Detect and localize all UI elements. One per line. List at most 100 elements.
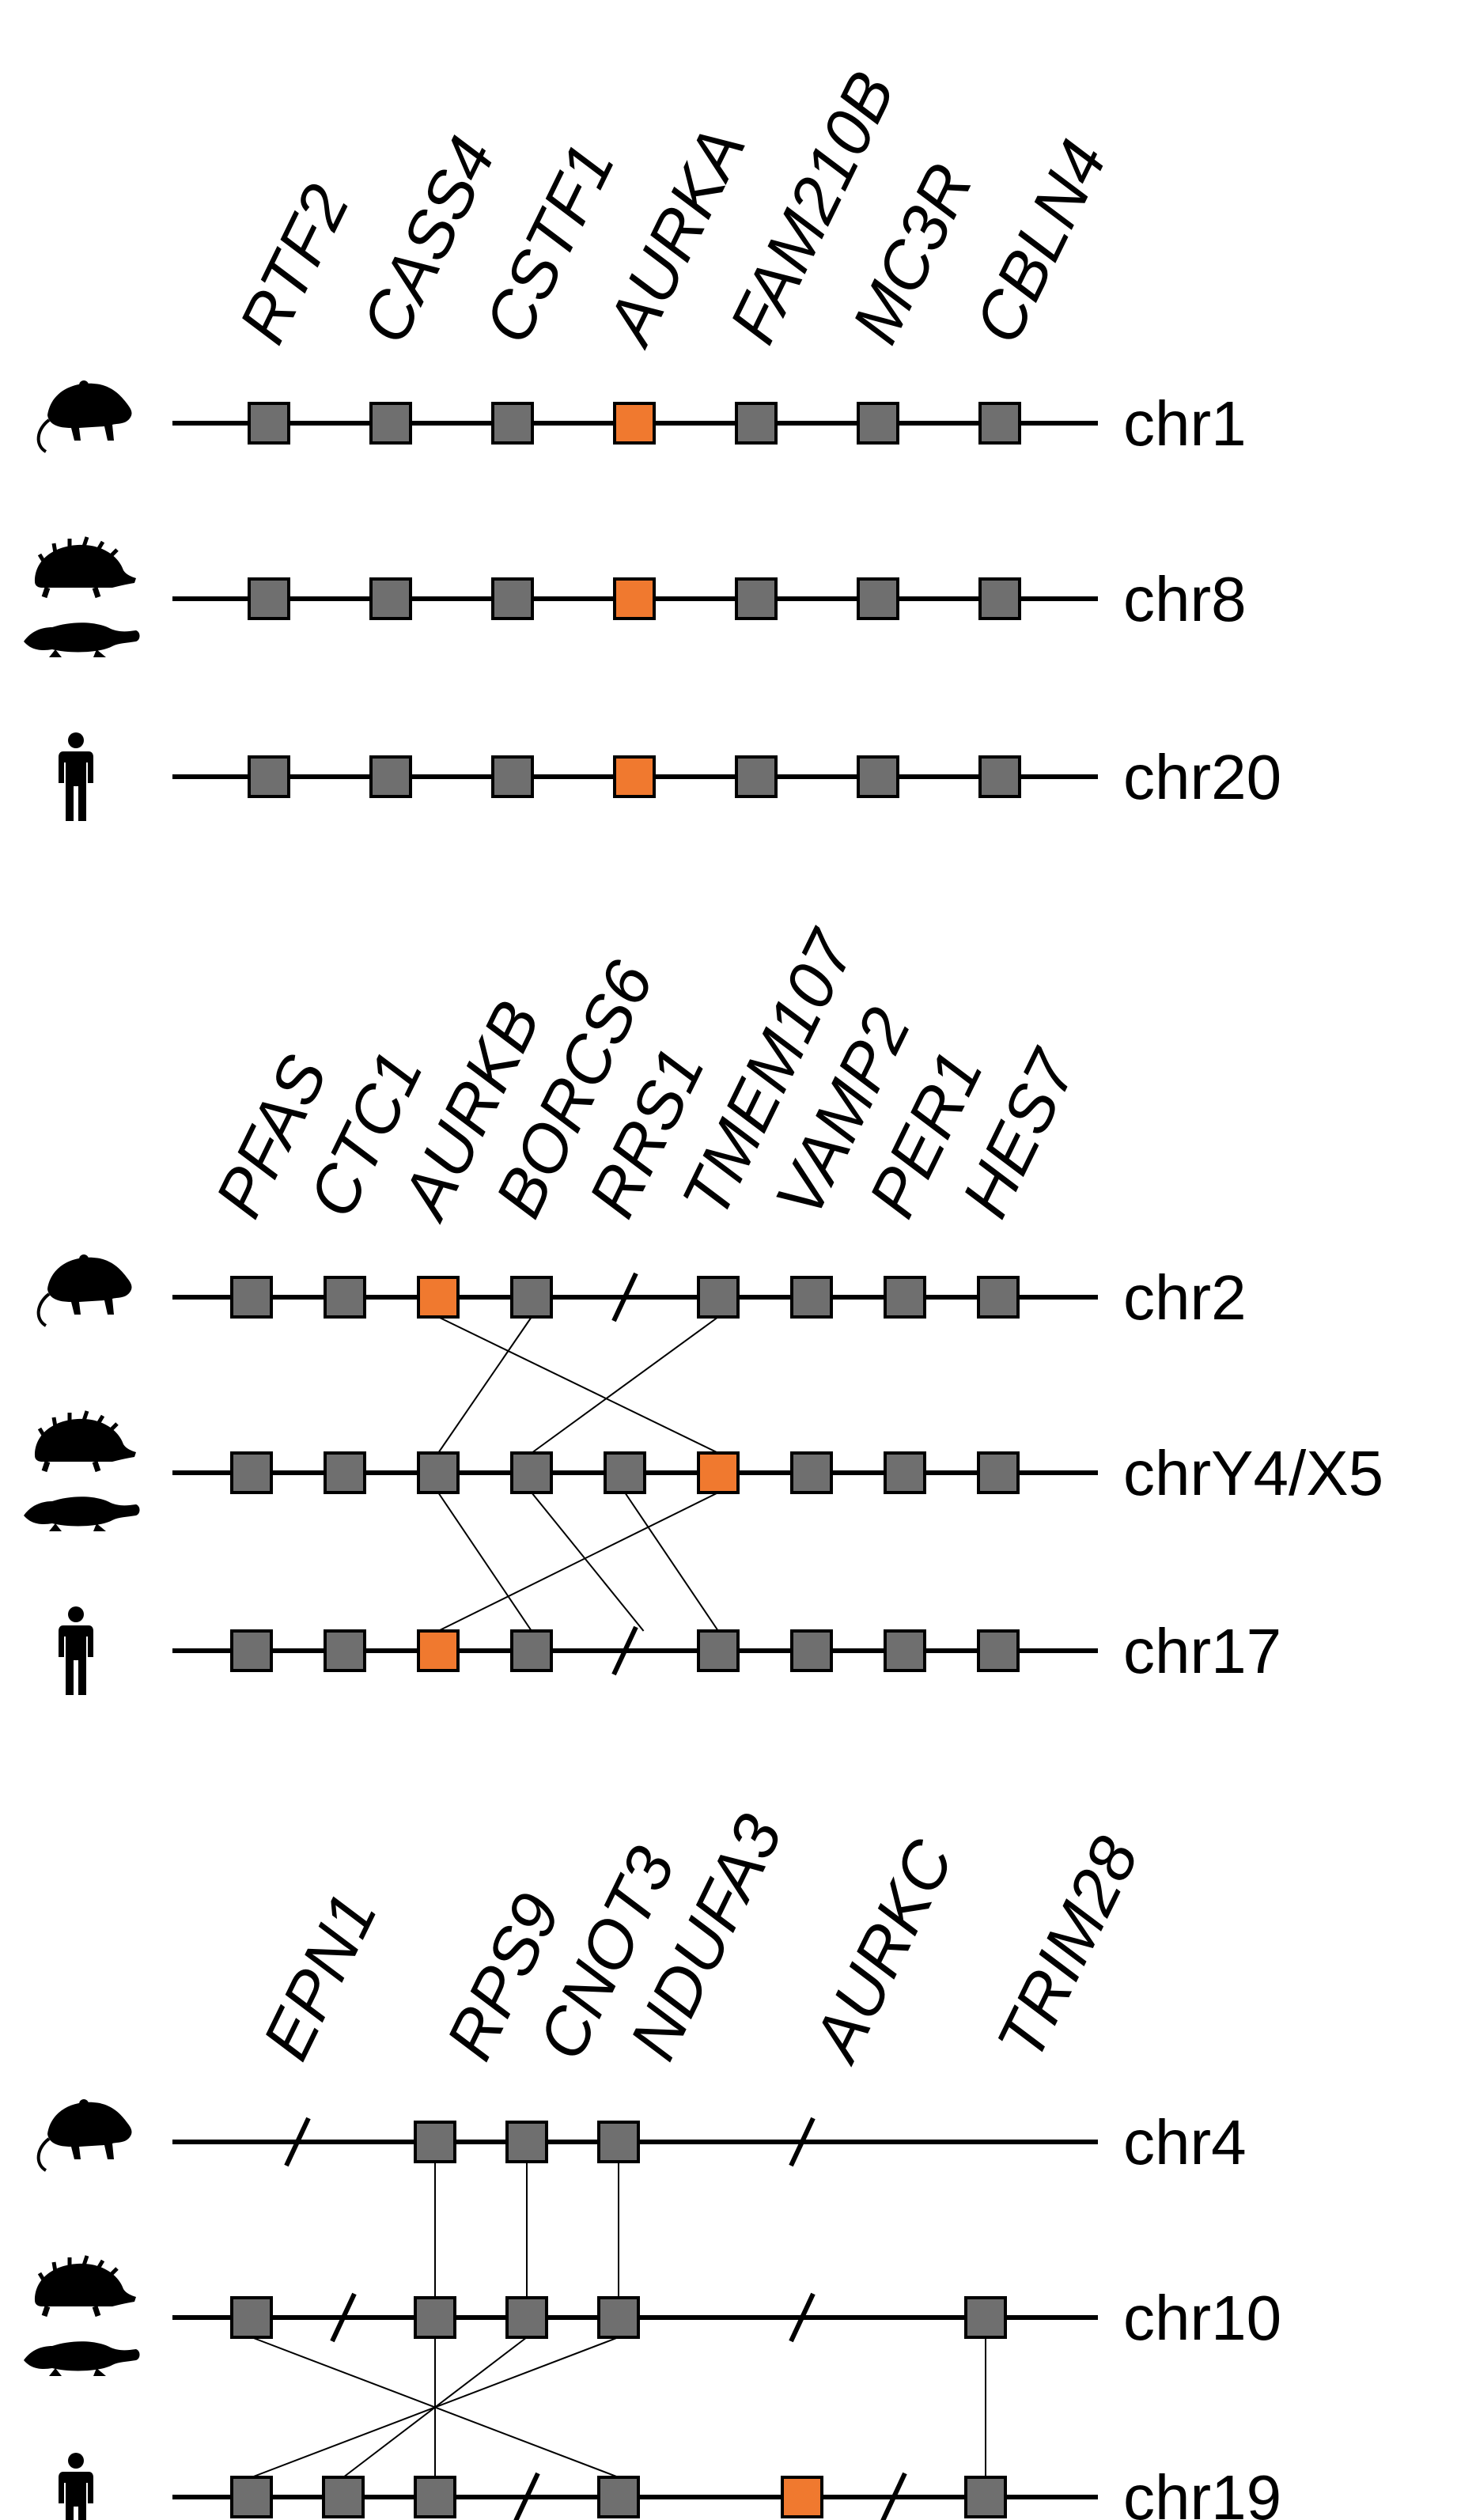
gene-box <box>735 755 778 798</box>
gene-box <box>857 402 899 445</box>
chromosome-label: chrY4/X5 <box>1123 1438 1383 1508</box>
ortholog-link <box>437 1492 532 1632</box>
gene-box <box>510 1276 553 1319</box>
break-mark <box>330 2292 357 2343</box>
gene-box <box>414 2476 456 2518</box>
chromosome-track-chry4-x5: chrY4/X5 <box>24 1411 1383 1531</box>
chromosome-label: chr10 <box>1123 2283 1281 2353</box>
ortholog-link <box>624 1492 719 1632</box>
chromosome-label: chr1 <box>1123 388 1247 459</box>
tracks: chr2 chrY4/X5 chr17 <box>24 1253 1383 1695</box>
chromosome-track-chr8: chr8 <box>24 537 1247 657</box>
gene-box <box>417 1451 460 1494</box>
gene-box <box>491 402 534 445</box>
ortholog-link <box>531 1316 719 1454</box>
gene-box <box>964 2296 1007 2339</box>
gene-box <box>230 1276 273 1319</box>
chromosome-track-chr2: chr2 <box>36 1253 1247 1333</box>
gene-box <box>324 1451 366 1494</box>
ortholog-links <box>251 2162 986 2478</box>
chromosome-label: chr17 <box>1123 1616 1281 1686</box>
gene-box <box>978 755 1021 798</box>
ortholog-link <box>251 2336 619 2478</box>
gene-box <box>597 2121 640 2163</box>
break-mark <box>611 1625 638 1676</box>
break-mark <box>880 2472 907 2520</box>
gene-box <box>857 755 899 798</box>
gene-label-aurkc: AURKC <box>797 1828 967 2074</box>
ortholog-link <box>437 1492 719 1632</box>
target-gene-box <box>417 1629 460 1672</box>
opossum-icon <box>36 1253 134 1327</box>
monotreme-icon <box>24 1411 140 1531</box>
target-gene-box <box>417 1276 460 1319</box>
break-mark <box>611 1272 638 1322</box>
gene-box <box>505 2296 548 2339</box>
chromosome-track-chr19: chr19 <box>59 2453 1281 2520</box>
gene-box <box>735 577 778 620</box>
gene-box <box>977 1629 1020 1672</box>
gene-box <box>884 1629 926 1672</box>
gene-box <box>248 402 290 445</box>
tracks: chr4 chr10 chr19 <box>24 2098 1281 2520</box>
chromosome-track-chr10: chr10 <box>24 2256 1281 2376</box>
gene-label-cbln4: CBLN4 <box>960 129 1121 354</box>
gene-box <box>248 755 290 798</box>
gene-box <box>230 2476 273 2518</box>
ortholog-link <box>437 1316 719 1454</box>
gene-box <box>230 1451 273 1494</box>
gene-box <box>324 1629 366 1672</box>
gene-box <box>322 2476 365 2518</box>
gene-box <box>697 1629 740 1672</box>
break-mark <box>789 2292 816 2343</box>
gene-box <box>697 1276 740 1319</box>
target-gene-box <box>613 755 656 798</box>
gene-label-rtf2: RTF2 <box>225 173 364 354</box>
chromosome-track-chr17: chr17 <box>59 1606 1281 1695</box>
chromosome-track-chr20: chr20 <box>59 732 1281 821</box>
gene-box <box>510 1451 553 1494</box>
gene-box <box>790 1451 833 1494</box>
ortholog-link <box>437 1316 532 1454</box>
gene-box <box>510 1629 553 1672</box>
gene-box <box>505 2121 548 2163</box>
gene-box <box>978 577 1021 620</box>
gene-box <box>604 1451 646 1494</box>
panel-aurkb: PFASCTC1AURKBBORCS6RRS1TMEM107VAMP2PER1H… <box>24 918 1383 1695</box>
human-icon <box>59 2453 93 2520</box>
ortholog-link <box>531 1492 645 1632</box>
target-gene-box <box>781 2476 823 2518</box>
gene-box <box>414 2296 456 2339</box>
gene-box <box>790 1629 833 1672</box>
chromosome-label: chr2 <box>1123 1262 1247 1333</box>
gene-box <box>230 2296 273 2339</box>
gene-box <box>414 2121 456 2163</box>
gene-box <box>884 1451 926 1494</box>
gene-box <box>369 577 412 620</box>
chromosome-label: chr8 <box>1123 564 1247 634</box>
gene-box <box>857 577 899 620</box>
opossum-icon <box>36 2098 134 2172</box>
gene-box <box>978 402 1021 445</box>
chromosome-track-chr4: chr4 <box>36 2098 1247 2178</box>
chromosome-label: chr20 <box>1123 742 1281 812</box>
ortholog-links <box>437 1316 719 1632</box>
target-gene-box <box>697 1451 740 1494</box>
gene-box <box>491 755 534 798</box>
gene-box <box>735 402 778 445</box>
gene-box <box>230 1629 273 1672</box>
gene-box <box>964 2476 1007 2518</box>
gene-box <box>977 1276 1020 1319</box>
gene-box <box>248 577 290 620</box>
target-gene-box <box>613 577 656 620</box>
gene-box <box>597 2296 640 2339</box>
gene-box <box>597 2476 640 2518</box>
break-mark <box>513 2472 540 2520</box>
chromosome-label: chr19 <box>1123 2462 1281 2520</box>
